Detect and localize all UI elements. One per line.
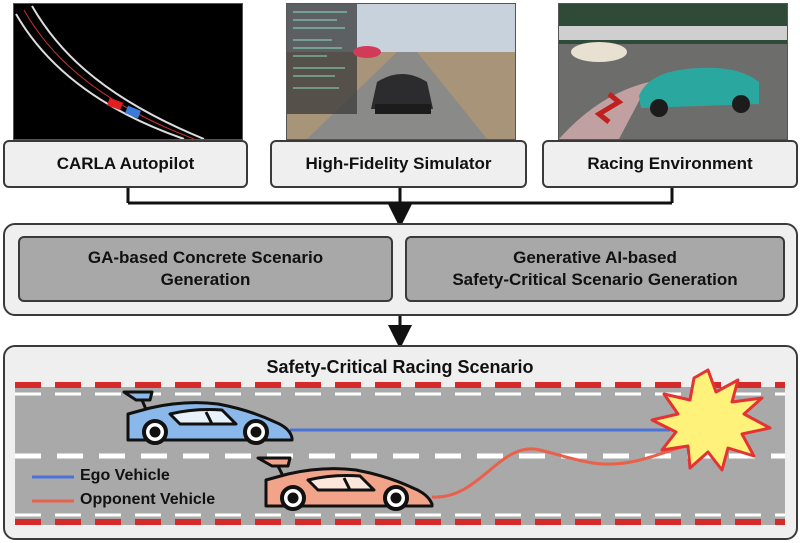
- generative-ai-scenario-generation-box: Generative AI-based Safety-Critical Scen…: [405, 236, 785, 302]
- genai-box-line2: Safety-Critical Scenario Generation: [452, 270, 738, 289]
- simulator-scene-graphic: [287, 4, 515, 139]
- simulator-ego-car: [371, 74, 433, 109]
- race-track-graphic: [559, 4, 787, 139]
- high-fidelity-simulator-label: High-Fidelity Simulator: [270, 140, 527, 188]
- ga-scenario-generation-box: GA-based Concrete Scenario Generation: [18, 236, 393, 302]
- ga-box-line1: GA-based Concrete Scenario: [87, 248, 324, 267]
- opponent-vehicle-icon: [256, 456, 434, 511]
- carla-autopilot-image: [13, 3, 243, 140]
- ga-box-line2: Generation: [160, 270, 251, 289]
- simulator-image: [286, 3, 516, 140]
- genai-box-line1: Generative AI-based: [513, 248, 677, 267]
- telemetry-panel: [287, 4, 357, 114]
- carla-red-vehicle: [107, 97, 123, 111]
- racing-environment-image: [558, 3, 788, 140]
- photo-teal-car: [639, 67, 759, 108]
- scenario-title: Safety-Critical Racing Scenario: [266, 357, 534, 377]
- simulator-red-car: [353, 46, 381, 58]
- crash-burst-icon: [650, 368, 772, 472]
- legend-opponent-label: Opponent Vehicle: [80, 491, 216, 508]
- carla-track-graphic: [15, 5, 205, 139]
- photo-white-car: [571, 42, 627, 62]
- racing-environment-label: Racing Environment: [542, 140, 798, 188]
- carla-blue-vehicle: [125, 105, 141, 119]
- legend-ego-label: Ego Vehicle: [80, 467, 170, 484]
- carla-autopilot-label: CARLA Autopilot: [3, 140, 248, 188]
- ego-vehicle-icon: [122, 390, 294, 445]
- opponent-trajectory: [431, 443, 691, 499]
